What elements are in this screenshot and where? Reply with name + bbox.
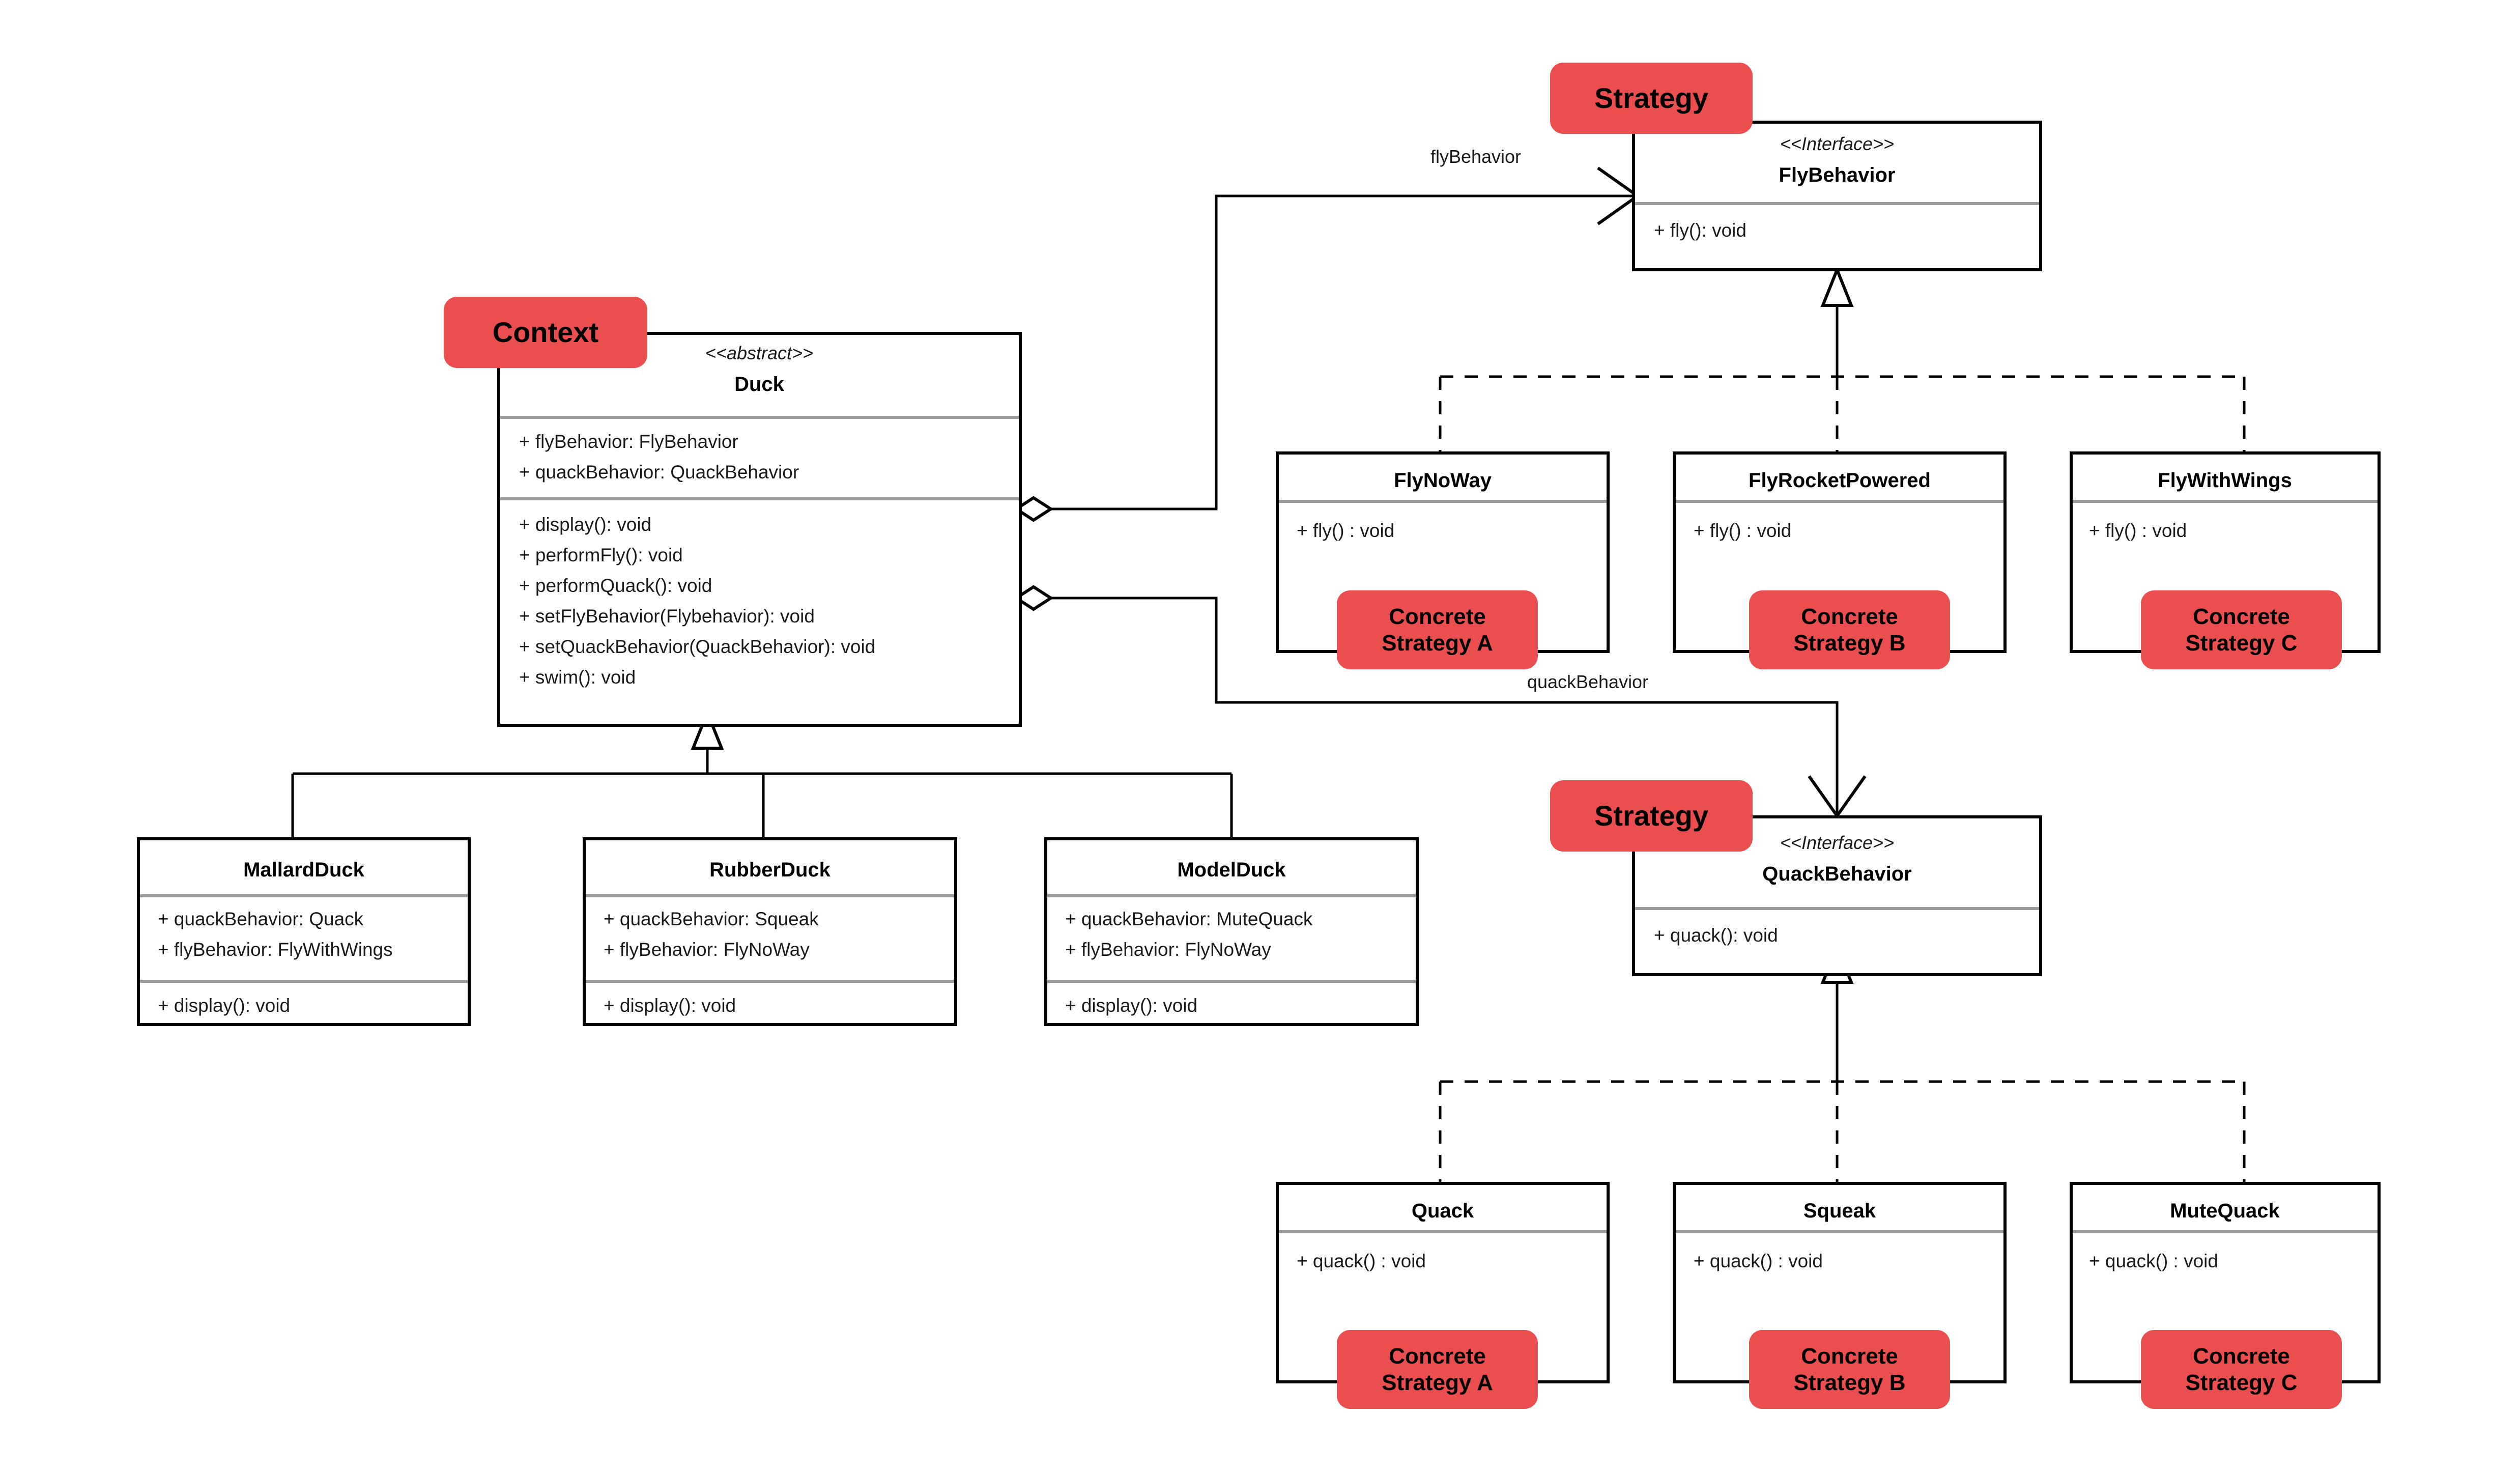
duck-operation: + display(): void bbox=[519, 514, 651, 535]
mutequack-title: MuteQuack bbox=[2170, 1200, 2280, 1222]
duck-stereotype: <<abstract>> bbox=[705, 343, 813, 363]
class-box-duck[interactable]: <<abstract>> Duck + flyBehavior: FlyBeha… bbox=[497, 332, 1022, 727]
badge-concrete-quack-b[interactable]: Concrete Strategy B bbox=[1749, 1330, 1950, 1409]
badge-concrete-fly-a-line2: Strategy A bbox=[1382, 630, 1493, 656]
duck-operation: + setQuackBehavior(QuackBehavior): void bbox=[519, 636, 875, 657]
mallardduck-attribute: + flyBehavior: FlyWithWings bbox=[158, 939, 393, 960]
flywithwings-title: FlyWithWings bbox=[2158, 469, 2292, 492]
flybehavior-title: FlyBehavior bbox=[1779, 164, 1896, 186]
flyrocketpowered-title: FlyRocketPowered bbox=[1749, 469, 1931, 492]
badge-concrete-fly-a-line1: Concrete bbox=[1389, 604, 1486, 629]
edge-flybehavior-realization bbox=[1439, 265, 2246, 453]
mutequack-operation: + quack() : void bbox=[2089, 1251, 2218, 1271]
duck-title: Duck bbox=[734, 373, 785, 395]
rubberduck-attribute: + flyBehavior: FlyNoWay bbox=[604, 939, 810, 960]
edge-label-quackbehavior: quackBehavior bbox=[1527, 671, 1648, 692]
badge-concrete-quack-c-line2: Strategy C bbox=[2185, 1370, 2298, 1395]
badge-concrete-quack-b-line1: Concrete bbox=[1801, 1343, 1898, 1369]
badge-context-label: Context bbox=[492, 316, 599, 348]
mallardduck-operation: + display(): void bbox=[158, 995, 290, 1016]
badge-concrete-fly-b-line1: Concrete bbox=[1801, 604, 1898, 629]
duck-operation: + swim(): void bbox=[519, 667, 636, 688]
badge-strategy-quack[interactable]: Strategy bbox=[1550, 780, 1753, 852]
flynoway-operation: + fly() : void bbox=[1297, 520, 1394, 541]
squeak-operation: + quack() : void bbox=[1694, 1251, 1823, 1271]
badge-concrete-quack-a[interactable]: Concrete Strategy A bbox=[1337, 1330, 1538, 1409]
badge-concrete-quack-b-line2: Strategy B bbox=[1793, 1370, 1906, 1395]
duck-attribute: + quackBehavior: QuackBehavior bbox=[519, 462, 799, 483]
badge-concrete-quack-a-line2: Strategy A bbox=[1382, 1370, 1493, 1395]
edge-label-flybehavior: flyBehavior bbox=[1430, 146, 1521, 167]
edge-duck-flybehavior: flyBehavior bbox=[1013, 146, 1641, 522]
flybehavior-stereotype: <<Interface>> bbox=[1780, 133, 1894, 154]
badge-strategy-quack-label: Strategy bbox=[1594, 799, 1709, 832]
badge-strategy-fly[interactable]: Strategy bbox=[1550, 63, 1753, 134]
quackbehavior-stereotype: <<Interface>> bbox=[1780, 832, 1894, 853]
modelduck-operation: + display(): void bbox=[1065, 995, 1197, 1016]
edge-quackbehavior-realization bbox=[1439, 942, 2246, 1183]
modelduck-attribute: + flyBehavior: FlyNoWay bbox=[1065, 939, 1271, 960]
rubberduck-title: RubberDuck bbox=[709, 859, 831, 881]
quack-operation: + quack() : void bbox=[1297, 1251, 1426, 1271]
mallardduck-title: MallardDuck bbox=[243, 859, 365, 881]
badge-concrete-quack-c-line1: Concrete bbox=[2193, 1343, 2290, 1369]
badge-concrete-quack-a-line1: Concrete bbox=[1389, 1343, 1486, 1369]
duck-operation: + performFly(): void bbox=[519, 545, 683, 565]
quack-title: Quack bbox=[1412, 1200, 1474, 1222]
squeak-title: Squeak bbox=[1803, 1200, 1876, 1222]
rubberduck-attribute: + quackBehavior: Squeak bbox=[604, 909, 819, 929]
badge-concrete-fly-c[interactable]: Concrete Strategy C bbox=[2141, 590, 2342, 669]
flyrocketpowered-operation: + fly() : void bbox=[1694, 520, 1791, 541]
duck-operation: + performQuack(): void bbox=[519, 575, 712, 596]
rubberduck-operation: + display(): void bbox=[604, 995, 736, 1016]
mallardduck-attribute: + quackBehavior: Quack bbox=[158, 909, 364, 929]
badge-concrete-quack-c[interactable]: Concrete Strategy C bbox=[2141, 1330, 2342, 1409]
badge-concrete-fly-c-line1: Concrete bbox=[2193, 604, 2290, 629]
edge-duck-generalization bbox=[291, 708, 1233, 839]
class-box-mallard-duck[interactable]: MallardDuck + quackBehavior: Quack + fly… bbox=[137, 837, 471, 1026]
class-box-rubber-duck[interactable]: RubberDuck + quackBehavior: Squeak + fly… bbox=[583, 837, 957, 1026]
duck-operation: + setFlyBehavior(Flybehavior): void bbox=[519, 606, 815, 627]
badge-concrete-fly-a[interactable]: Concrete Strategy A bbox=[1337, 590, 1538, 669]
modelduck-title: ModelDuck bbox=[1177, 859, 1286, 881]
badge-concrete-fly-b[interactable]: Concrete Strategy B bbox=[1749, 590, 1950, 669]
edge-duck-quackbehavior: quackBehavior bbox=[1013, 585, 1867, 819]
quackbehavior-title: QuackBehavior bbox=[1762, 863, 1911, 885]
flynoway-title: FlyNoWay bbox=[1394, 469, 1492, 492]
modelduck-attribute: + quackBehavior: MuteQuack bbox=[1065, 909, 1313, 929]
quackbehavior-operation: + quack(): void bbox=[1654, 925, 1778, 946]
badge-context[interactable]: Context bbox=[444, 297, 647, 368]
flywithwings-operation: + fly() : void bbox=[2089, 520, 2187, 541]
badge-concrete-fly-c-line2: Strategy C bbox=[2185, 630, 2298, 656]
badge-strategy-fly-label: Strategy bbox=[1594, 81, 1709, 114]
flybehavior-operation: + fly(): void bbox=[1654, 220, 1746, 241]
badge-concrete-fly-b-line2: Strategy B bbox=[1793, 630, 1906, 656]
duck-attribute: + flyBehavior: FlyBehavior bbox=[519, 431, 738, 452]
class-box-fly-behavior[interactable]: <<Interface>> FlyBehavior + fly(): void bbox=[1632, 121, 2042, 271]
class-box-model-duck[interactable]: ModelDuck + quackBehavior: MuteQuack + f… bbox=[1044, 837, 1419, 1026]
